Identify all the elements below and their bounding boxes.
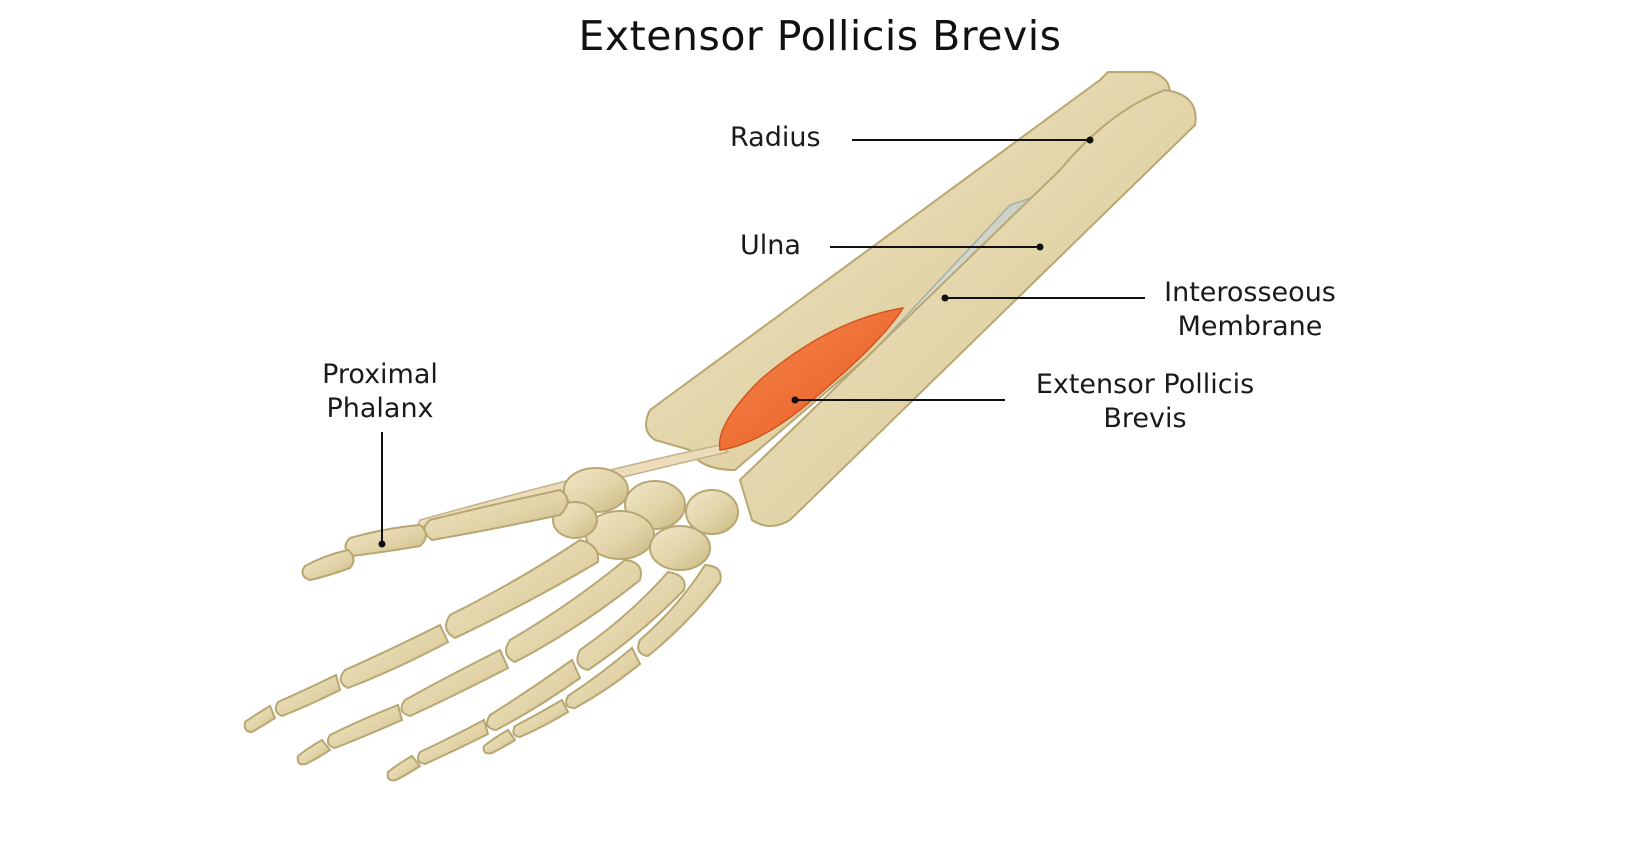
radius-label: Radius bbox=[730, 121, 821, 155]
little-middle-phalanx bbox=[512, 698, 570, 739]
ring-proximal-phalanx bbox=[486, 658, 582, 732]
little-metacarpal bbox=[637, 563, 722, 658]
interosseous-anchor-dot bbox=[941, 294, 949, 302]
carpal-bone bbox=[649, 525, 711, 571]
little-proximal-phalanx bbox=[565, 646, 642, 710]
little-distal-phalanx bbox=[482, 728, 517, 755]
ring-distal-phalanx bbox=[386, 754, 422, 782]
diagram-title: Extensor Pollicis Brevis bbox=[578, 12, 1062, 60]
index-distal-phalanx bbox=[243, 704, 277, 734]
index-proximal-phalanx bbox=[339, 623, 450, 690]
middle-metacarpal bbox=[505, 558, 642, 664]
carpal-bones bbox=[552, 467, 739, 571]
ulna-anchor-dot bbox=[1036, 243, 1044, 251]
index-metacarpal bbox=[445, 538, 600, 640]
carpal-bone bbox=[685, 489, 739, 535]
thumb-bones bbox=[301, 488, 569, 582]
phalanx-anchor-dot bbox=[378, 540, 386, 548]
radius-label-text: Radius bbox=[730, 122, 821, 153]
ulna-label-text: Ulna bbox=[740, 230, 801, 261]
index-middle-phalanx bbox=[274, 673, 342, 718]
ulna-label: Ulna bbox=[740, 229, 801, 263]
extensor-pollicis-brevis-label: Extensor Pollicis Brevis bbox=[1010, 368, 1280, 436]
phalanx-label-line1: Proximal bbox=[322, 359, 438, 390]
middle-proximal-phalanx bbox=[400, 648, 510, 718]
epb-label-line1: Extensor Pollicis bbox=[1035, 369, 1255, 400]
ring-metacarpal bbox=[576, 570, 686, 672]
ring-middle-phalanx bbox=[416, 718, 490, 766]
phalanx-label-line2: Phalanx bbox=[326, 393, 434, 424]
finger-bones bbox=[243, 538, 722, 782]
interosseous-membrane-label: Interosseous Membrane bbox=[1150, 276, 1350, 344]
interosseous-label-line2: Membrane bbox=[1177, 311, 1323, 342]
thumb-distal-phalanx bbox=[301, 548, 355, 582]
thumb-metacarpal bbox=[423, 488, 569, 542]
proximal-phalanx-label: Proximal Phalanx bbox=[300, 358, 460, 426]
carpal-bone bbox=[563, 467, 629, 513]
ulna-bone bbox=[738, 88, 1197, 527]
middle-distal-phalanx bbox=[296, 738, 332, 766]
epb-label-line2: Brevis bbox=[1103, 403, 1187, 434]
leader-lines bbox=[378, 136, 1145, 548]
epb-muscle-belly bbox=[718, 306, 905, 451]
radius-anchor-dot bbox=[1086, 136, 1094, 144]
thumb-proximal-phalanx bbox=[344, 523, 427, 558]
interosseous-label-line1: Interosseous bbox=[1164, 277, 1336, 308]
epb-anchor-dot bbox=[791, 396, 799, 404]
middle-middle-phalanx bbox=[326, 703, 404, 750]
